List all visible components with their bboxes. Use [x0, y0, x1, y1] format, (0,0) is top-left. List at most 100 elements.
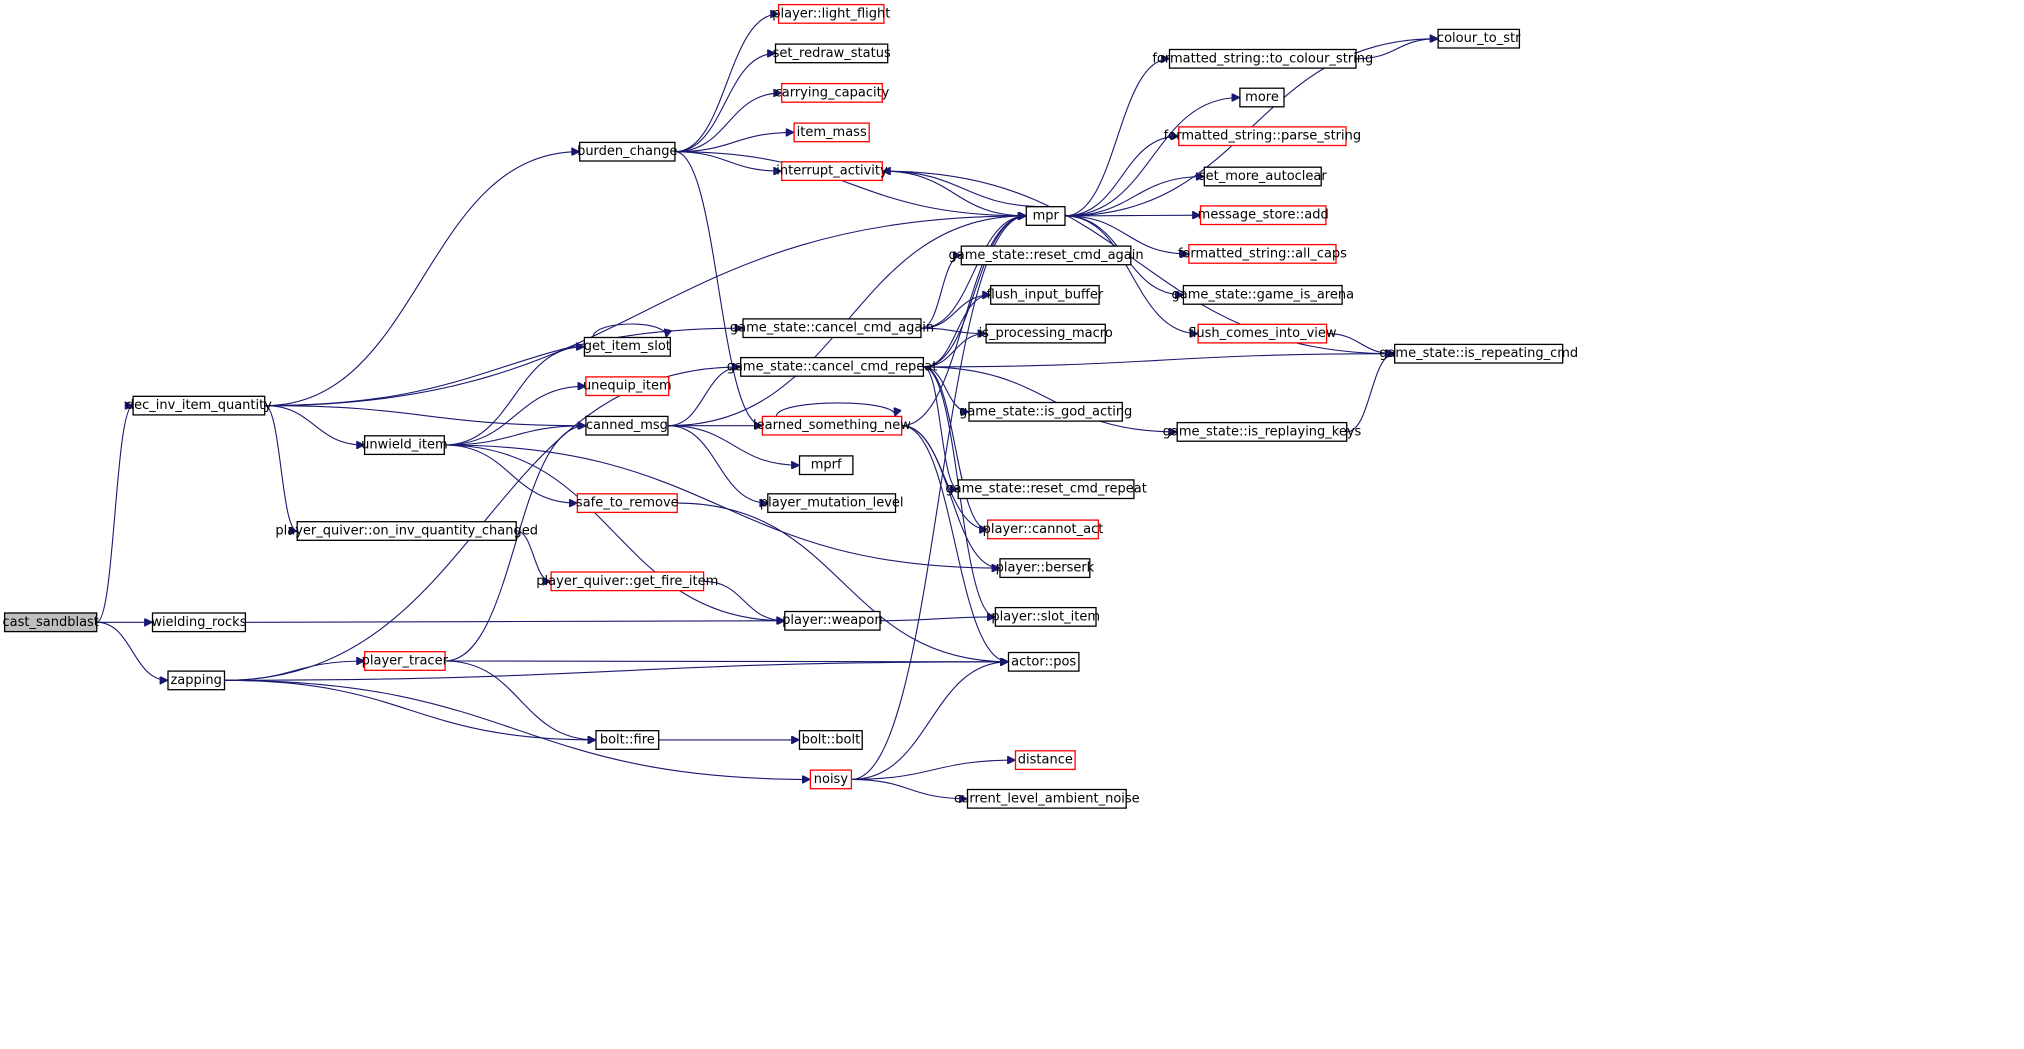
node-bolt_fire[interactable]: bolt::fire — [595, 730, 660, 750]
node-learned_something_new[interactable]: learned_something_new — [753, 415, 911, 436]
node-formatted_string_to_colour_string[interactable]: formatted_string::to_colour_string — [1152, 48, 1373, 69]
node-player_tracer[interactable]: player_tracer — [362, 651, 449, 671]
edge-game_state_cancel_cmd_again-to-mpr — [921, 216, 1026, 329]
edge-learned_something_new-to-actor_pos — [901, 425, 1009, 662]
node-canned_msg[interactable]: canned_msg — [585, 415, 669, 436]
node-label-item_mass: item_mass — [797, 125, 867, 140]
node-actor_pos[interactable]: actor::pos — [1007, 651, 1080, 672]
node-current_level_ambient_noise[interactable]: current_level_ambient_noise — [954, 788, 1140, 809]
node-game_state_is_replaying_keys[interactable]: game_state::is_replaying_keys — [1163, 421, 1362, 442]
node-game_state_cancel_cmd_again[interactable]: game_state::cancel_cmd_again — [730, 318, 934, 339]
edge-player_tracer-to-actor_pos — [444, 661, 1009, 662]
node-label-game_state_is_repeating_cmd: game_state::is_repeating_cmd — [1379, 346, 1578, 361]
node-formatted_string_all_caps[interactable]: formatted_string::all_caps — [1178, 243, 1347, 264]
node-box-game_state_reset_cmd_again — [960, 245, 1132, 266]
edge-zapping-to-player_tracer — [224, 661, 365, 681]
edge-mpr-to-flush_comes_into_view — [1064, 215, 1198, 334]
node-label-player_quiver_on_inv: player_quiver::on_inv_quantity_changed — [275, 524, 538, 539]
node-box-game_state_cancel_cmd_again — [742, 318, 922, 339]
edge-player_weapon-to-player_slot_item — [879, 617, 995, 622]
node-player_cannot_act[interactable]: player::cannot_act — [983, 519, 1104, 540]
edge-dec_inv_item_quantity-to-game_state_cancel_cmd_again — [264, 328, 743, 407]
node-unequip_item[interactable]: unequip_item — [583, 376, 672, 397]
edge-burden_change-to-item_mass — [674, 132, 794, 153]
node-box-player_slot_item — [994, 606, 1097, 627]
node-player_slot_item[interactable]: player::slot_item — [991, 606, 1100, 627]
node-bolt_bolt[interactable]: bolt::bolt — [798, 730, 863, 750]
node-box-cast_sandblast — [3, 612, 98, 633]
node-player_weapon[interactable]: player::weapon — [782, 610, 883, 631]
node-player_light_flight[interactable]: player::light_flight — [772, 3, 890, 24]
node-label-mpr: mpr — [1033, 208, 1060, 223]
edge-dec_inv_item_quantity-to-burden_change — [264, 152, 580, 407]
node-player_mutation_level[interactable]: player_mutation_level — [760, 493, 904, 514]
node-zapping[interactable]: zapping — [167, 670, 226, 691]
node-dec_inv_item_quantity[interactable]: dec_inv_item_quantity — [126, 395, 272, 416]
node-label-unwield_item: unwield_item — [361, 438, 447, 453]
node-interrupt_activity[interactable]: interrupt_activity — [776, 161, 888, 182]
node-mprf[interactable]: mprf — [798, 455, 854, 476]
node-more[interactable]: more — [1239, 87, 1285, 108]
node-set_more_autoclear[interactable]: set_more_autoclear — [1199, 166, 1328, 187]
node-box-player_tracer — [363, 651, 446, 671]
node-get_item_slot[interactable]: get_item_slot — [584, 336, 671, 357]
node-label-game_state_is_replaying_keys: game_state::is_replaying_keys — [1163, 424, 1362, 439]
node-safe_to_remove[interactable]: safe_to_remove — [576, 493, 679, 514]
node-game_state_cancel_cmd_repeat[interactable]: game_state::cancel_cmd_repeat — [727, 356, 938, 377]
node-flush_comes_into_view[interactable]: flush_comes_into_view — [1188, 323, 1337, 344]
node-is_processing_macro[interactable]: is_processing_macro — [979, 323, 1113, 344]
node-player_quiver_on_inv[interactable]: player_quiver::on_inv_quantity_changed — [275, 521, 538, 541]
edge-game_state_cancel_cmd_repeat-to-is_processing_macro — [923, 334, 986, 368]
node-game_state_reset_cmd_again[interactable]: game_state::reset_cmd_again — [949, 245, 1144, 266]
node-label-player_tracer: player_tracer — [362, 654, 449, 669]
node-mpr[interactable]: mpr — [1025, 206, 1066, 226]
edge-unwield_item-to-get_item_slot — [444, 347, 584, 446]
edge-burden_change-to-carrying_capacity — [674, 93, 782, 153]
node-label-colour_to_str: colour_to_str — [1437, 31, 1521, 46]
edge-game_state_cancel_cmd_again-to-flush_input_buffer — [921, 295, 991, 329]
node-unwield_item[interactable]: unwield_item — [361, 435, 448, 456]
node-carrying_capacity[interactable]: carrying_capacity — [775, 82, 890, 103]
node-player_quiver_get_fire_item[interactable]: player_quiver::get_fire_item — [536, 571, 718, 592]
edge-dec_inv_item_quantity-to-canned_msg — [264, 405, 586, 426]
node-colour_to_str[interactable]: colour_to_str — [1437, 28, 1521, 49]
edge-noisy-to-actor_pos — [851, 662, 1008, 780]
node-noisy[interactable]: noisy — [809, 769, 853, 790]
node-burden_change[interactable]: burden_change — [577, 141, 678, 162]
edge-safe_to_remove-to-actor_pos — [677, 502, 1008, 662]
node-set_redraw_status[interactable]: set_redraw_status — [773, 43, 891, 64]
edge-game_state_cancel_cmd_repeat-to-mpr — [923, 216, 1026, 368]
node-flush_input_buffer[interactable]: flush_input_buffer — [987, 284, 1104, 305]
node-label-actor_pos: actor::pos — [1011, 654, 1076, 669]
node-game_state_is_repeating_cmd[interactable]: game_state::is_repeating_cmd — [1379, 343, 1578, 364]
node-game_state_is_god_acting[interactable]: game_state::is_god_acting — [959, 401, 1132, 422]
node-cast_sandblast[interactable]: cast_sandblast — [2, 612, 99, 633]
node-wielding_rocks[interactable]: wielding_rocks — [151, 612, 247, 633]
edge-burden_change-to-player_light_flight — [674, 14, 779, 153]
node-game_state_game_is_arena[interactable]: game_state::game_is_arena — [1172, 284, 1355, 305]
node-item_mass[interactable]: item_mass — [793, 122, 870, 143]
node-distance[interactable]: distance — [1014, 750, 1076, 771]
node-game_state_reset_cmd_repeat[interactable]: game_state::reset_cmd_repeat — [945, 479, 1147, 500]
node-label-noisy: noisy — [814, 772, 849, 787]
node-box-player_mutation_level — [767, 493, 897, 514]
edge-burden_change-to-interrupt_activity — [674, 151, 782, 171]
edge-game_state_cancel_cmd_repeat-to-game_state_is_replaying_keys — [923, 366, 1177, 432]
node-box-unwield_item — [363, 435, 445, 456]
node-label-player_mutation_level: player_mutation_level — [760, 496, 904, 511]
node-message_store_add[interactable]: message_store::add — [1198, 205, 1329, 226]
edge-dec_inv_item_quantity-to-mpr — [264, 216, 1027, 407]
node-box-mpr — [1025, 206, 1066, 226]
node-label-more: more — [1245, 90, 1279, 105]
edge-game_state_cancel_cmd_repeat-to-game_state_is_repeating_cmd — [923, 354, 1394, 368]
node-formatted_string_parse_string[interactable]: formatted_string::parse_string — [1164, 126, 1361, 147]
edge-dec_inv_item_quantity-to-player_quiver_on_inv — [264, 405, 298, 531]
edge-mpr-to-interrupt_activity — [882, 171, 1046, 208]
node-player_berserk[interactable]: player::berserk — [996, 558, 1095, 579]
node-box-mprf — [798, 455, 854, 476]
edge-mpr-to-formatted_string_parse_string — [1064, 136, 1179, 217]
edge-noisy-to-current_level_ambient_noise — [851, 778, 967, 798]
node-box-actor_pos — [1007, 651, 1080, 672]
node-label-game_state_reset_cmd_repeat: game_state::reset_cmd_repeat — [945, 482, 1146, 497]
node-box-bolt_fire — [595, 730, 660, 750]
